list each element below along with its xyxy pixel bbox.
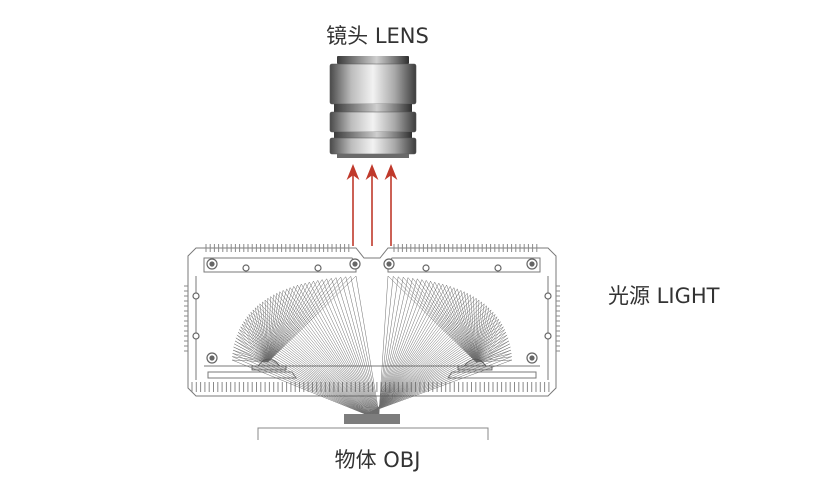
mount-holes xyxy=(192,258,552,364)
housing-fins xyxy=(184,244,560,392)
lens-icon xyxy=(329,56,417,158)
light-arrows xyxy=(346,164,398,246)
object-sample xyxy=(344,414,400,424)
light-rays xyxy=(231,275,513,415)
lens-label: 镜头 LENS xyxy=(326,24,429,48)
object-label: 物体 OBJ xyxy=(334,448,421,472)
light-label: 光源 LIGHT xyxy=(608,284,720,308)
object-bracket xyxy=(257,427,489,440)
